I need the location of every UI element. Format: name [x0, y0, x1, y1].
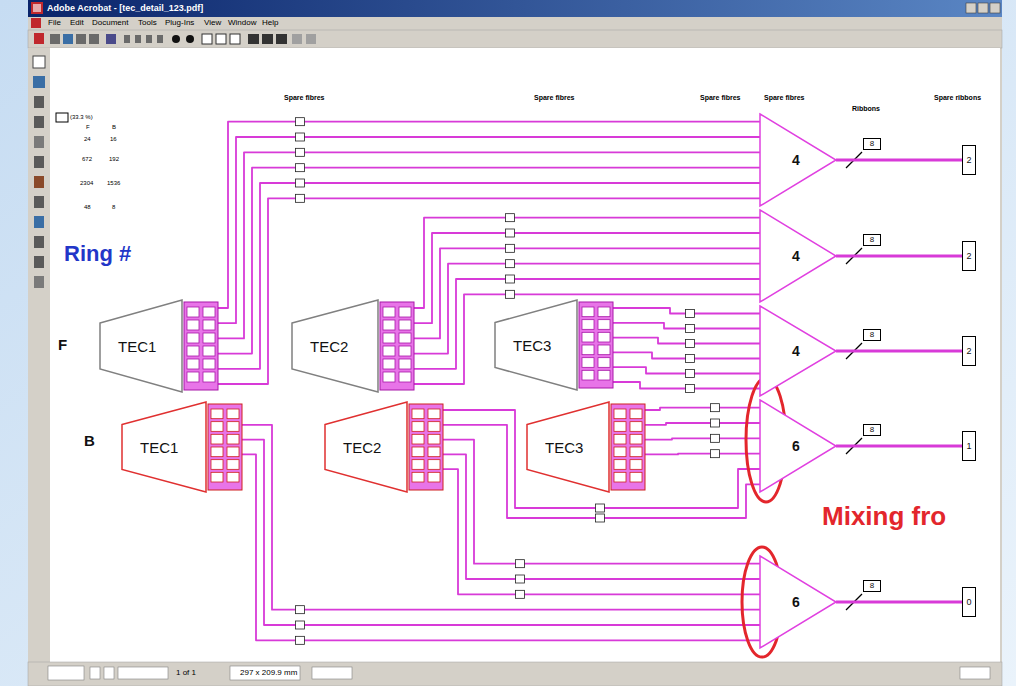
- ribbon-number: 8: [870, 236, 874, 244]
- menu-item: File: [48, 19, 61, 27]
- ribbon-number: 8: [870, 582, 874, 590]
- menu-item: Edit: [70, 19, 84, 27]
- spare-ribbon-box: 1: [962, 431, 976, 461]
- ribbon-label: 8: [863, 424, 881, 436]
- ribbon-label: 8: [863, 234, 881, 246]
- tec-disk-front: TEC1: [100, 300, 218, 392]
- spare-ribbon-box: 2: [962, 145, 976, 175]
- fibre-count: 4: [792, 344, 800, 358]
- table-cell: B: [112, 124, 116, 130]
- tec-disk-front: TEC2: [292, 300, 414, 392]
- ribbon-line: [836, 446, 962, 447]
- disk-name: TEC1: [140, 440, 178, 455]
- ribbon-label: 8: [863, 138, 881, 150]
- node-outline: [100, 300, 218, 392]
- table-cell: (33.3 %): [70, 114, 93, 120]
- column-heading: Spare fibres: [700, 94, 740, 101]
- menu-item: Window: [228, 19, 256, 27]
- ribbon-number: 8: [870, 426, 874, 434]
- tec-disk-back: TEC3: [527, 402, 645, 492]
- table-cell: 48: [84, 204, 91, 210]
- ribbon-line: [836, 351, 962, 352]
- side-label: B: [84, 433, 95, 448]
- menu-item: Document: [92, 19, 128, 27]
- table-cell: 1536: [107, 180, 120, 186]
- table-cell: 192: [109, 156, 119, 162]
- window-title: Adobe Acrobat - [tec_detail_123.pdf]: [47, 4, 203, 13]
- tec-disk-back: TEC1: [122, 402, 242, 492]
- menu-item: Help: [262, 19, 278, 27]
- table-cell: 672: [82, 156, 92, 162]
- ribbon-label: 8: [863, 580, 881, 592]
- ribbon-line: [836, 160, 962, 161]
- ribbon-number: 1: [966, 442, 971, 451]
- fan-in-triangle: 6: [760, 556, 836, 648]
- disk-name: TEC1: [118, 339, 156, 354]
- fibre-bundle: [242, 425, 760, 645]
- ribbon-label: 8: [863, 329, 881, 341]
- disk-name: TEC3: [545, 440, 583, 455]
- spare-ribbon-box: 2: [962, 336, 976, 366]
- menu-item: View: [204, 19, 221, 27]
- table-cell: 24: [84, 136, 91, 142]
- fan-in-triangle: 4: [760, 306, 836, 396]
- column-heading: Spare ribbons: [934, 94, 981, 101]
- ribbon-line: [836, 256, 962, 257]
- fibre-bundle: [613, 308, 760, 393]
- node-outline: [325, 402, 443, 492]
- ribbon-number: 0: [966, 598, 971, 607]
- table-cell: 2304: [80, 180, 93, 186]
- fibre-count: 4: [792, 249, 800, 263]
- ribbon-number: 8: [870, 331, 874, 339]
- tec-disk-front: TEC3: [495, 300, 613, 390]
- column-heading: Spare fibres: [534, 94, 574, 101]
- table-cell: 8: [112, 204, 115, 210]
- ribbon-line: [836, 602, 962, 603]
- ribbon-number: 8: [870, 140, 874, 148]
- ribbon-number: 2: [966, 347, 971, 356]
- fan-in-triangle: 4: [760, 210, 836, 302]
- annotation: Ring #: [64, 243, 131, 265]
- status-text: 1 of 1: [176, 669, 196, 677]
- fibre-bundle: [414, 214, 760, 384]
- column-heading: Spare fibres: [764, 94, 804, 101]
- tec-disk-back: TEC2: [325, 402, 443, 492]
- annotation: Mixing fro: [822, 503, 946, 529]
- disk-name: TEC3: [513, 338, 551, 353]
- disk-name: TEC2: [343, 440, 381, 455]
- column-heading: Spare fibres: [284, 94, 324, 101]
- spare-ribbon-box: 0: [962, 587, 976, 617]
- status-text: 297 x 209.9 mm: [240, 669, 297, 677]
- node-outline: [495, 300, 613, 390]
- fibre-count: 6: [792, 595, 800, 609]
- menu-item: Tools: [138, 19, 157, 27]
- ribbon-number: 2: [966, 156, 971, 165]
- side-label: F: [58, 337, 67, 352]
- menu-item: Plug-Ins: [165, 19, 194, 27]
- fan-in-triangle: 6: [760, 400, 836, 492]
- table-cell: 16: [110, 136, 117, 142]
- node-outline: [527, 402, 645, 492]
- column-heading: Ribbons: [852, 105, 880, 112]
- fibre-count: 6: [792, 439, 800, 453]
- fan-in-triangle: 4: [760, 114, 836, 206]
- fibre-count: 4: [792, 153, 800, 167]
- ribbon-number: 2: [966, 252, 971, 261]
- fibre-bundle: [645, 404, 760, 458]
- spare-ribbon-box: 2: [962, 241, 976, 271]
- table-cell: F: [86, 124, 90, 130]
- disk-name: TEC2: [310, 339, 348, 354]
